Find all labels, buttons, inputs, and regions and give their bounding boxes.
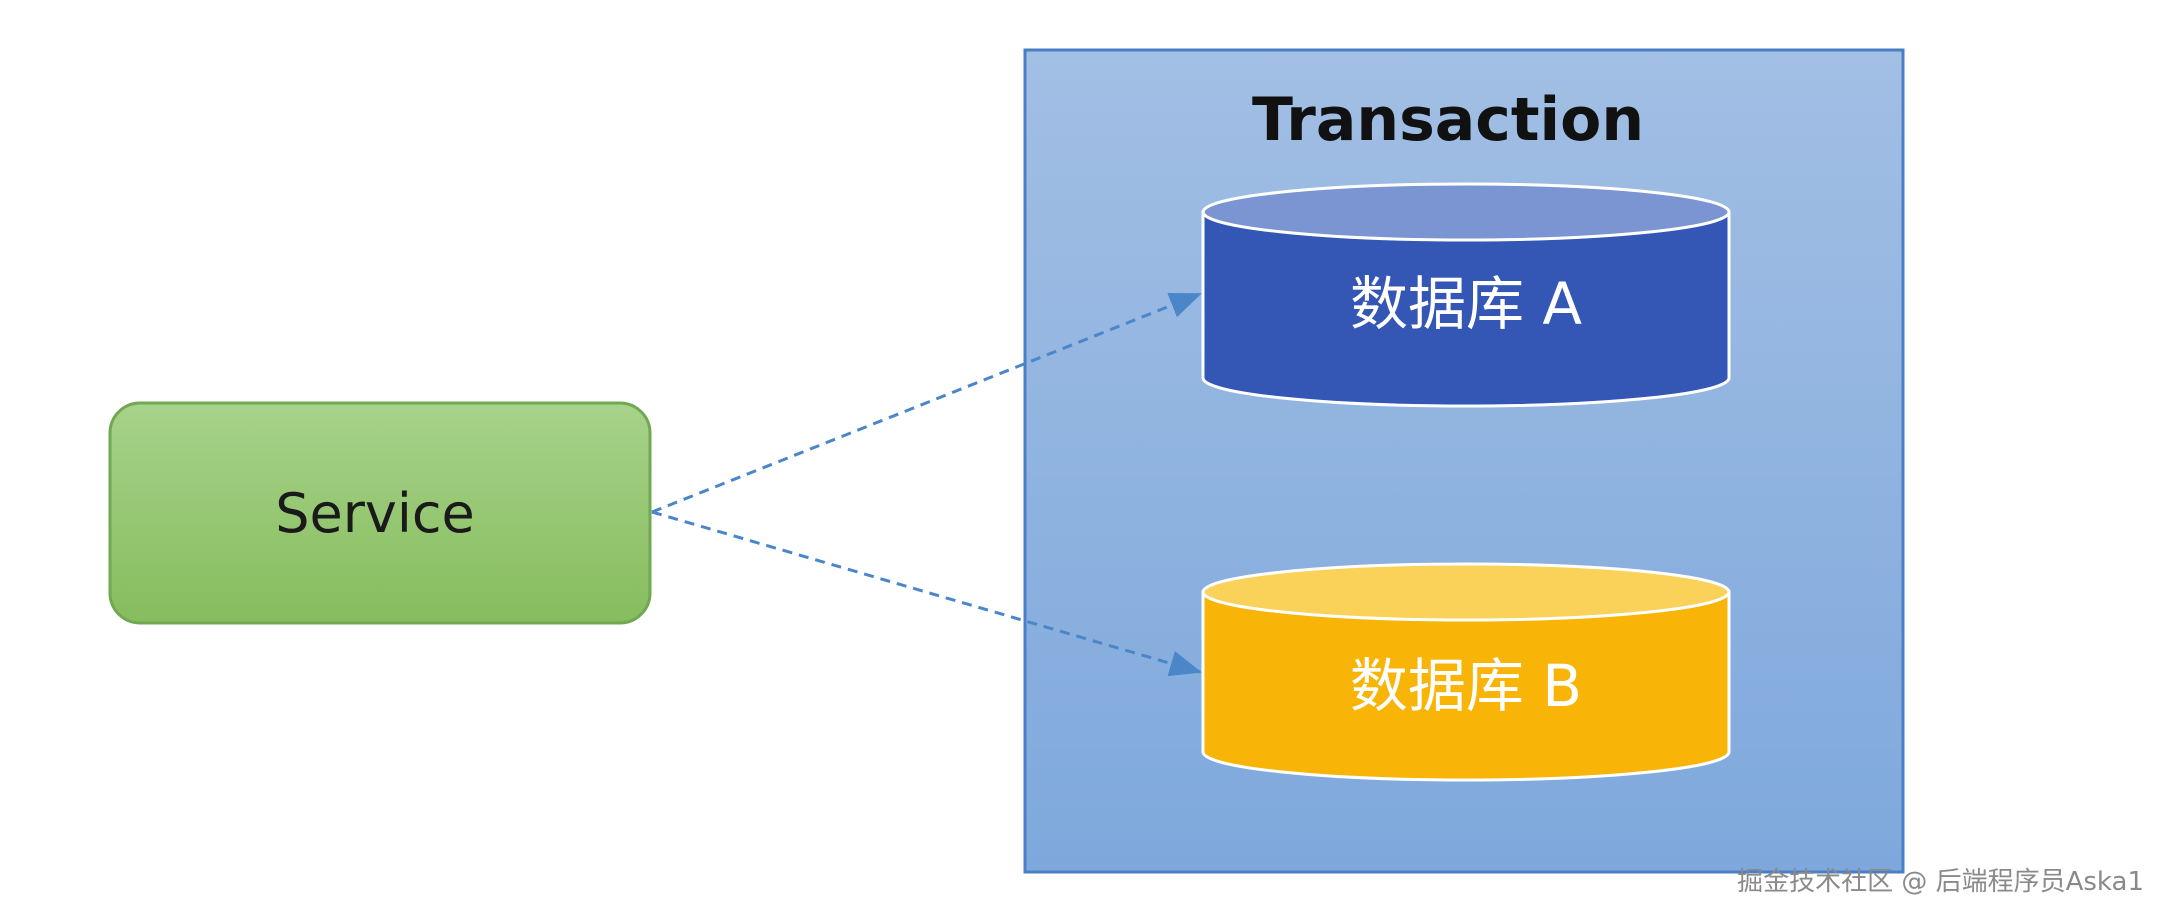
database-a-top bbox=[1201, 182, 1731, 242]
transaction-title: Transaction bbox=[1252, 85, 1644, 155]
database-a-body bbox=[1201, 210, 1731, 408]
database-b-label: 数据库 B bbox=[1350, 652, 1582, 720]
database-b: 数据库 B bbox=[1201, 562, 1731, 782]
arrow-service-to-database-a bbox=[651, 292, 1202, 514]
service-box bbox=[108, 401, 652, 625]
service-label: Service bbox=[275, 482, 475, 545]
database-b-top bbox=[1201, 562, 1731, 622]
database-a: 数据库 A bbox=[1201, 182, 1731, 408]
watermark: 掘金技术社区 @ 后端程序员Aska1 bbox=[1737, 867, 2144, 897]
service-node: Service bbox=[108, 401, 652, 625]
database-b-body bbox=[1201, 590, 1731, 782]
database-a-label: 数据库 A bbox=[1350, 270, 1582, 338]
